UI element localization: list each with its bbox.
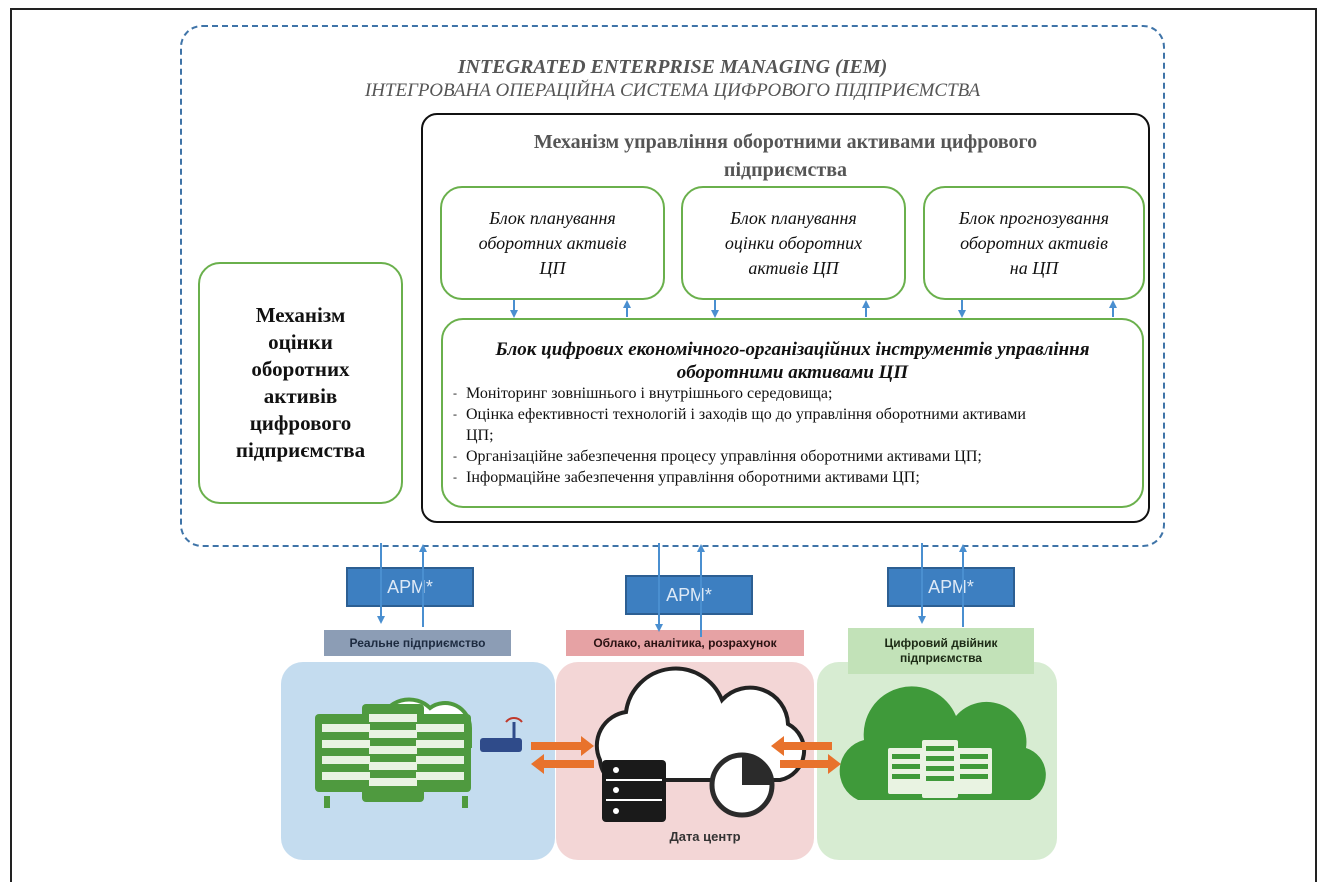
assessment-line1: Механізм: [255, 303, 346, 327]
iem-title-ua: ІНТЕГРОВАНА ОПЕРАЦІЙНА СИСТЕМА ЦИФРОВОГО…: [364, 80, 981, 101]
block-forecasting-line3: на ЦП: [1009, 257, 1059, 278]
block-assessment-planning-line2: оцінки оборотних: [724, 232, 863, 253]
digital-tools-title: Блок цифрових економічного-організаційни…: [441, 338, 1144, 384]
block-planning-line2: оборотних активів: [478, 232, 627, 253]
mechanism-title: Механізм управління оборотними активами …: [421, 128, 1150, 184]
pie-chart-icon: [709, 752, 775, 818]
tools-item-efficiency-line1: Оцінка ефективності технологій і заходів…: [466, 406, 1026, 423]
digital-twin-icon: [839, 686, 1046, 800]
assessment-line2: оцінки: [268, 330, 333, 354]
orange-arrows-right: [771, 736, 841, 774]
mechanism-title-line1: Механізм управління оборотними активами …: [533, 131, 1038, 153]
digital-tools-list: Моніторинг зовнішнього і внутрішнього се…: [453, 383, 1138, 488]
block-planning-line1: Блок планування: [489, 207, 616, 228]
arm-workstation-2: АРМ*: [625, 575, 753, 615]
label-cloud-analytics: Облако, аналітика, розрахунок: [566, 630, 804, 656]
digital-tools-title-line2: оборотними активами ЦП: [676, 362, 909, 383]
mechanism-title-line2: підприємства: [723, 159, 848, 181]
arm-arrows: [377, 543, 967, 637]
block-assessment-planning-line3: активів ЦП: [748, 257, 839, 278]
block-forecasting-line1: Блок прогнозування: [958, 207, 1110, 228]
tools-item-informational: Інформаційне забезпечення управління обо…: [453, 467, 1138, 488]
iem-title-en: INTEGRATED ENTERPRISE MANAGING (IEM): [457, 56, 888, 78]
tools-item-efficiency-line2: ЦП;: [466, 427, 494, 444]
block-assessment-planning-line1: Блок планування: [730, 207, 857, 228]
assessment-line5: цифрового: [249, 411, 352, 435]
tools-item-monitoring: Моніторинг зовнішнього і внутрішнього се…: [453, 383, 1138, 404]
assessment-mechanism: Механізм оцінки оборотних активів цифров…: [198, 262, 403, 504]
assessment-line3: оборотних: [251, 357, 350, 381]
label-digital-twin-line2: підприємства: [900, 651, 982, 665]
tools-item-efficiency: Оцінка ефективності технологій і заходів…: [453, 404, 1138, 446]
block-arrows: [510, 300, 1117, 318]
router-icon: [480, 717, 523, 752]
arm-workstation-1: АРМ*: [346, 567, 474, 607]
label-digital-twin: Цифровий двійник підприємства: [848, 628, 1034, 674]
analytics-cloud-icon: [594, 666, 807, 782]
cloud-analytics-icon: [594, 666, 807, 822]
iem-dashed-boundary: [180, 25, 1165, 547]
label-datacenter: Дата центр: [669, 828, 741, 844]
block-forecasting-line2: оборотних активів: [960, 232, 1108, 253]
label-digital-twin-line1: Цифровий двійник: [884, 636, 998, 650]
datacenter-server-icon: [602, 760, 666, 822]
outer-frame: [10, 8, 1317, 882]
real-enterprise-icon: [315, 697, 523, 808]
orange-arrows-left: [531, 736, 594, 774]
block-assessment-planning: Блок планування оцінки оборотних активів…: [681, 186, 906, 300]
assessment-line4: активів: [263, 384, 338, 408]
server-slots: [322, 714, 464, 786]
block-forecasting: Блок прогнозування оборотних активів на …: [923, 186, 1145, 300]
block-planning-line3: ЦП: [539, 257, 566, 278]
block-planning: Блок планування оборотних активів ЦП: [440, 186, 665, 300]
label-real-enterprise: Реальне підприємство: [324, 630, 511, 656]
digital-tools-title-line1: Блок цифрових економічного-організаційни…: [495, 339, 1090, 360]
tools-item-organizational: Організаційне забезпечення процесу управ…: [453, 446, 1138, 467]
assessment-line6: підприємства: [235, 438, 366, 462]
